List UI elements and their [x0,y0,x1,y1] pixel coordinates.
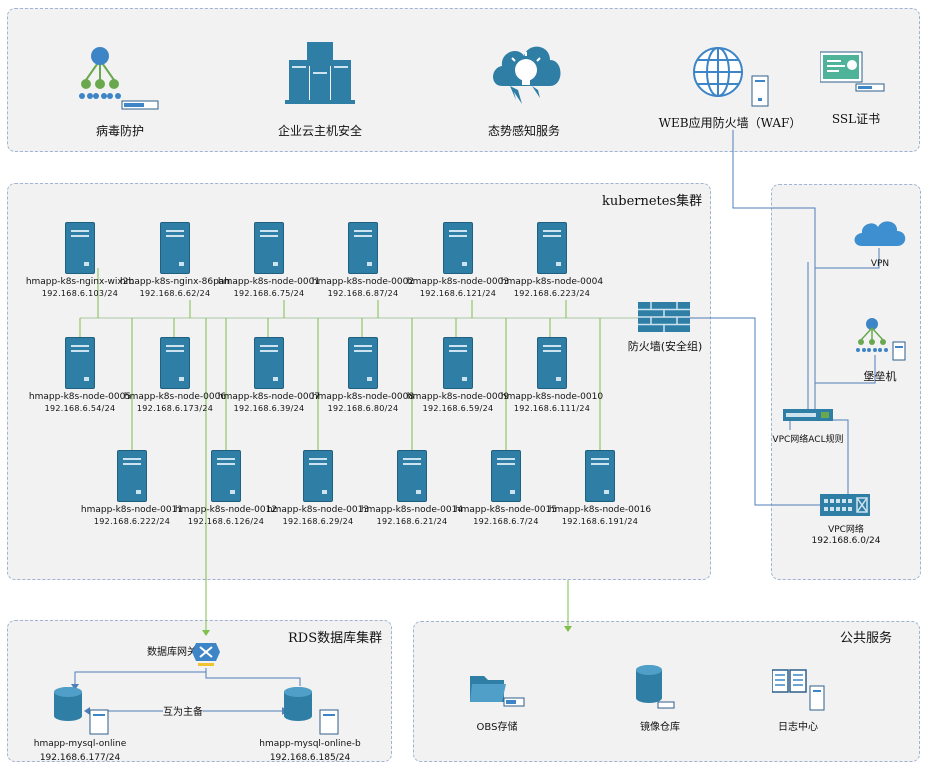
image-repo-label: 镜像仓库 [640,722,680,733]
k8s-node-ip: 192.168.6.21/24 [376,517,448,526]
k8s-node-name: hmapp-k8s-node-0003 [406,277,510,287]
mysql-db-1-ip: 192.168.6.177/24 [39,753,121,763]
k8s-node-ip: 192.168.6.191/24 [561,517,639,526]
k8s-node-ip: 192.168.6.75/24 [233,289,305,298]
waf-label: WEB应用防火墙（WAF） [658,116,802,130]
vpn-cloud-icon [854,221,906,246]
k8s-server-icon [397,450,427,502]
waf-globe-icon [693,47,769,107]
k8s-node-name: hmapp-k8s-node-0007 [217,392,321,402]
k8s-server-icon [65,337,95,389]
virus-protection-label: 病毒防护 [95,124,145,138]
k8s-node-ip: 192.168.6.121/24 [419,289,497,298]
ssl-certificate-icon [820,51,885,92]
k8s-node-ip: 192.168.6.29/24 [282,517,354,526]
mysql-db-2-name: hmapp-mysql-online-b [259,739,361,749]
image-repo-icon [636,665,675,709]
k8s-cluster-title: kubernetes集群 [602,194,703,209]
k8s-server-icon [585,450,615,502]
k8s-server-icon [537,222,567,274]
k8s-node-ip: 192.168.6.222/24 [93,517,171,526]
vpc-panel [771,184,921,580]
rds-cluster-title: RDS数据库集群 [288,631,383,646]
k8s-server-icon [160,337,190,389]
acl-label: VPC网络ACL规则 [772,435,844,445]
obs-storage-icon [470,676,525,707]
k8s-server-icon [254,222,284,274]
k8s-node-name: hmapp-k8s-nginx-wix2b [25,277,135,287]
vpc-cidr-label: 192.168.6.0/24 [811,536,881,546]
k8s-node-name: hmapp-k8s-node-0012 [174,505,278,515]
k8s-node-name: hmapp-k8s-node-0009 [406,392,510,402]
situation-awareness-label: 态势感知服务 [487,124,561,138]
k8s-node-ip: 192.168.6.126/24 [187,517,265,526]
k8s-server-icon [348,222,378,274]
cloud-host-security-label: 企业云主机安全 [277,124,363,138]
k8s-node-ip: 192.168.6.62/24 [139,289,211,298]
vpc-network-switch-icon [820,494,870,516]
k8s-node-ip: 192.168.6.39/24 [233,404,305,413]
db-gateway-label: 数据库网关 [147,647,197,658]
k8s-server-icon [117,450,147,502]
mysql-db-2-icon [284,687,339,735]
situation-awareness-icon [493,46,561,104]
k8s-server-icon [303,450,333,502]
virus-protection-icon [79,47,159,110]
db-gateway-icon [192,643,220,666]
k8s-node-name: hmapp-k8s-node-0001 [217,277,321,287]
firewall-icon [638,302,690,332]
k8s-node-ip: 192.168.6.80/24 [327,404,399,413]
k8s-server-icon [65,222,95,274]
k8s-server-icon [160,222,190,274]
vpn-label: VPN [870,259,890,269]
obs-storage-label: OBS存储 [476,722,518,733]
k8s-node-name: hmapp-k8s-node-0014 [360,505,464,515]
k8s-node-name: hmapp-k8s-node-0008 [311,392,415,402]
k8s-node-ip: 192.168.6.173/24 [136,404,214,413]
k8s-node-name: hmapp-k8s-node-0010 [500,392,604,402]
k8s-node-ip: 192.168.6.54/24 [44,404,116,413]
public-services-title: 公共服务 [840,631,893,646]
mutual-backup-label: 互为主备 [163,703,203,718]
log-center-label: 日志中心 [778,722,818,733]
vpc-network-label: VPC网络 [828,525,864,535]
mysql-db-1-name: hmapp-mysql-online [33,739,127,749]
k8s-server-icon [211,450,241,502]
k8s-node-name: hmapp-k8s-node-0013 [266,505,370,515]
k8s-server-icon [537,337,567,389]
k8s-node-ip: 192.168.6.111/24 [513,404,591,413]
k8s-node-name: hmapp-k8s-node-0011 [80,505,184,515]
cloud-host-security-icon [285,42,355,104]
k8s-node-ip: 192.168.6.103/24 [41,289,119,298]
k8s-node-ip: 192.168.6.87/24 [327,289,399,298]
mysql-db-1-icon [54,687,109,735]
k8s-node-name: hmapp-k8s-node-0015 [454,505,558,515]
k8s-server-icon [443,222,473,274]
k8s-node-name: hmapp-k8s-node-0005 [28,392,132,402]
k8s-node-name: hmapp-k8s-node-0002 [311,277,415,287]
k8s-node-ip: 192.168.6.223/24 [513,289,591,298]
k8s-node-ip: 192.168.6.59/24 [422,404,494,413]
k8s-node-name: hmapp-k8s-node-0004 [500,277,604,287]
firewall-label: 防火墙(安全组) [627,340,703,353]
k8s-node-name: hmapp-k8s-node-0006 [123,392,227,402]
log-center-icon [772,669,825,711]
k8s-node-ip: 192.168.6.7/24 [473,517,539,526]
ssl-certificate-label: SSL证书 [831,112,881,126]
bastion-host-label: 堡垒机 [863,370,897,383]
k8s-server-icon [491,450,521,502]
mysql-db-2-ip: 192.168.6.185/24 [269,753,351,763]
k8s-node-name: hmapp-k8s-node-0016 [548,505,652,515]
k8s-server-icon [348,337,378,389]
bastion-host-icon [856,318,906,361]
k8s-server-icon [443,337,473,389]
k8s-server-icon [254,337,284,389]
acl-switch-icon [783,409,833,421]
k8s-node-name: hmapp-k8s-nginx-86pah [119,277,231,287]
